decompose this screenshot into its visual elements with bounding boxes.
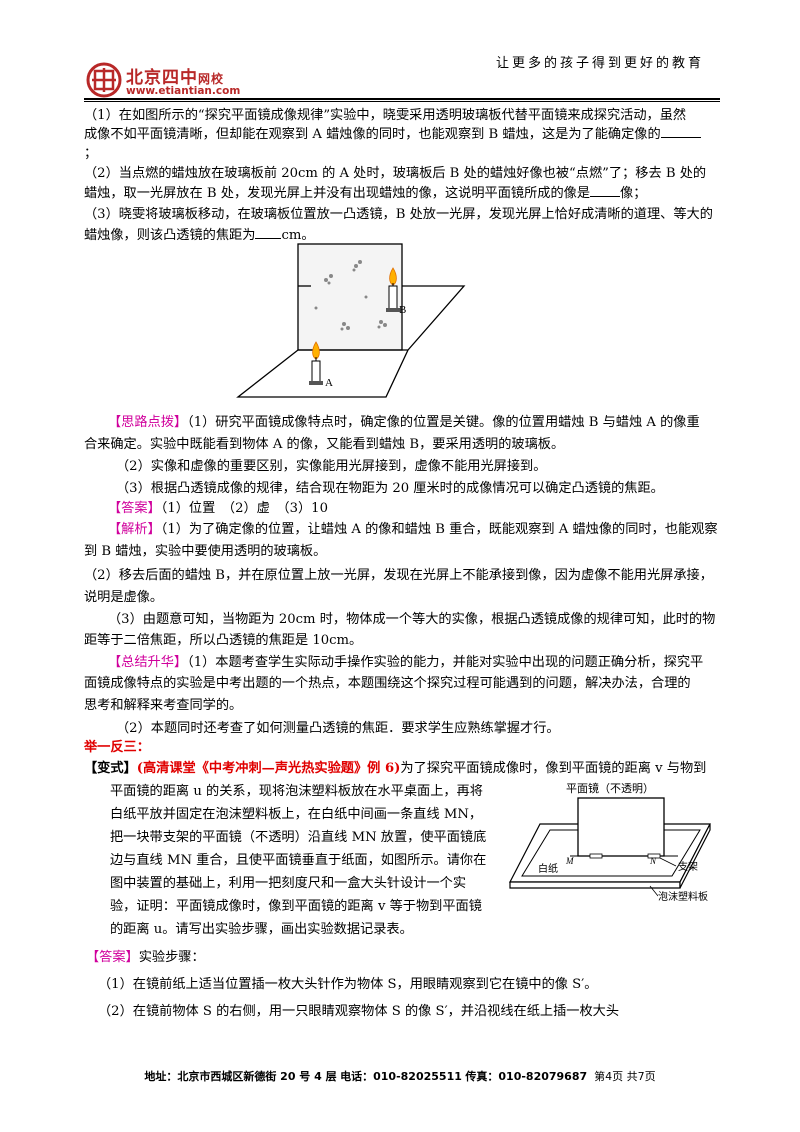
candle-b-icon [386, 267, 400, 312]
summary-tag: 【总结升华】 [108, 655, 188, 670]
header-rule [84, 98, 720, 100]
summary-line: 面镜成像特点的实验是中考出题的一个热点，本题围绕这个探究过程可能遇到的问题，解决… [84, 676, 691, 691]
header-rule-thin [84, 101, 720, 102]
answer-tag: 【答案】 [108, 501, 161, 516]
hint-line: 【思路点拨】（1）研究平面镜成像特点时，确定像的位置是关键。像的位置用蜡烛 B … [108, 415, 700, 430]
answer-blank [660, 137, 701, 138]
analysis-line: 说明是虚像。 [84, 590, 164, 605]
label-b: B [399, 304, 406, 316]
variant-line: 把一块带支架的平面镜（不透明）沿直线 MN 放置，使平面镜底 [110, 830, 487, 845]
hint-line: （3）根据凸透镜成像的规律，结合现在物距为 20 厘米时的成像情况可以确定凸透镜… [116, 481, 664, 496]
analysis-line: 到 B 蜡烛，实验中要使用透明的玻璃板。 [84, 544, 327, 559]
analysis-line: 【解析】（1）为了确定像的位置，让蜡烛 A 的像和蜡烛 B 重合，既能观察到 A… [108, 522, 718, 537]
logo-sub: 网校 [198, 72, 225, 86]
paper-label: 白纸 [538, 862, 558, 875]
hint-line: 合来确定。实验中既能看到物体 A 的像，又能看到蜡烛 B，要采用透明的玻璃板。 [84, 437, 565, 452]
point-n: N [649, 856, 657, 866]
question-line: ； [84, 146, 98, 161]
label-a: A [325, 377, 333, 389]
hint-line: （2）实像和虚像的重要区别，实像能用光屏接到，虚像不能用光屏接到。 [116, 459, 547, 474]
answer-blank [255, 238, 282, 239]
hint-tag: 【思路点拨】 [108, 415, 188, 430]
mirror-label: 平面镜（不透明） [566, 781, 654, 795]
summary-line: 思考和解释来考查同学的。 [84, 698, 243, 713]
variant-line: 验，证明：平面镜成像时，像到平面镜的距离 v 等于物到平面镜 [110, 899, 482, 914]
logo-name: 北京四中 [126, 68, 198, 88]
footer-fax: 010-82079687 [498, 1070, 588, 1083]
variant-source: (高清课堂《中考冲刺—声光热实验题》例 6) [136, 761, 401, 776]
analysis-line: （3）由题意可知，当物距为 20cm 时，物体成一个等大的实像，根据凸透镜成像的… [108, 612, 716, 627]
variant-heading: 举一反三： [84, 740, 150, 755]
question-line: （2）当点燃的蜡烛放在玻璃板前 20cm 的 A 处时，玻璃板后 B 处的蜡烛好… [84, 166, 707, 181]
page-number: 第4页 [594, 1070, 624, 1083]
question-line: （3）晓雯将玻璃板移动，在玻璃板位置放一凸透镜，B 处放一光屏，发现光屏上恰好成… [84, 207, 713, 222]
answer-line: 【答案】实验步骤： [86, 950, 205, 965]
question-line: 成像不如平面镜清晰，但却能在观察到 A 蜡烛像的同时，也能观察到 B 蜡烛，这是… [84, 126, 720, 144]
variant-line: 【变式】(高清课堂《中考冲刺—声光热实验题》例 6)为了探究平面镜成像时，像到平… [84, 761, 707, 776]
site-logo: 北京四中网校 www.etiantian.com [86, 62, 256, 102]
variant-line: 图中装置的基础上，利用一把刻度尺和一盒大头针设计一个实 [110, 876, 467, 891]
analysis-line: 距等于二倍焦距，所以凸透镜的焦距是 10cm。 [84, 633, 363, 648]
header-slogan: 让更多的孩子得到更好的教育 [495, 56, 704, 71]
page-total: 共7页 [626, 1070, 656, 1083]
question-line: （1）在如图所示的“探究平面镜成像规律”实验中，晓雯采用透明玻璃板代替平面镜来成… [84, 108, 687, 123]
variant-line: 的距离 u。请写出实验步骤，画出实验数据记录表。 [110, 922, 413, 937]
glass-plate-figure: B A [236, 243, 466, 398]
analysis-line: （2）移去后面的蜡烛 B，并在原位置上放一光屏，发现在光屏上不能承接到像，因为虚… [84, 568, 713, 583]
footer-address: 北京市西城区新德街 20 号 4 层 [177, 1070, 337, 1083]
analysis-tag: 【解析】 [108, 522, 161, 537]
answer-tag: 【答案】 [86, 950, 139, 965]
variant-line: 边与直线 MN 重合，且使平面镜垂直于纸面，如图所示。请你在 [110, 853, 487, 868]
logo-emblem-icon [86, 62, 122, 98]
point-m: M [565, 856, 574, 866]
candle-a-icon [309, 341, 323, 385]
answer-line: 【答案】（1）位置 （2）虚 （3）10 [108, 501, 328, 516]
summary-line: （2）本题同时还考查了如何测量凸透镜的焦距．要求学生应熟练掌握才行。 [116, 721, 560, 736]
foam-label: 泡沫塑料板 [658, 890, 708, 902]
stand-label: 支架 [678, 861, 698, 873]
answer-blank [590, 196, 621, 197]
mirror-setup-figure: 平面镜（不透明） M N 白纸 支架 泡沫塑料板 [509, 781, 711, 902]
answer-step: （1）在镜前纸上适当位置插一枚大头针作为物体 S，用眼睛观察到它在镜中的像 S′… [98, 977, 598, 992]
logo-website: www.etiantian.com [126, 85, 241, 97]
variant-line: 白纸平放并固定在泡沫塑料板上，在白纸中间画一条直线 MN， [110, 807, 483, 822]
variant-tag: 【变式】 [84, 761, 137, 776]
answer-step: （2）在镜前物体 S 的右侧，用一只眼睛观察物体 S 的像 S′，并沿视线在纸上… [98, 1004, 620, 1019]
page-footer: 地址：北京市西城区新德街 20 号 4 层 电话：010-82025511 传真… [144, 1070, 656, 1083]
question-line: 蜡烛，取一光屏放在 B 处，发现光屏上并没有出现蜡烛的像，这说明平面镜所成的像是… [84, 186, 647, 201]
variant-line: 平面镜的距离 u 的关系，现将泡沫塑料板放在水平桌面上，再将 [110, 784, 483, 799]
footer-phone: 010-82025511 [373, 1070, 462, 1083]
summary-line: 【总结升华】（1）本题考查学生实际动手操作实验的能力，并能对实验中出现的问题正确… [108, 655, 704, 670]
